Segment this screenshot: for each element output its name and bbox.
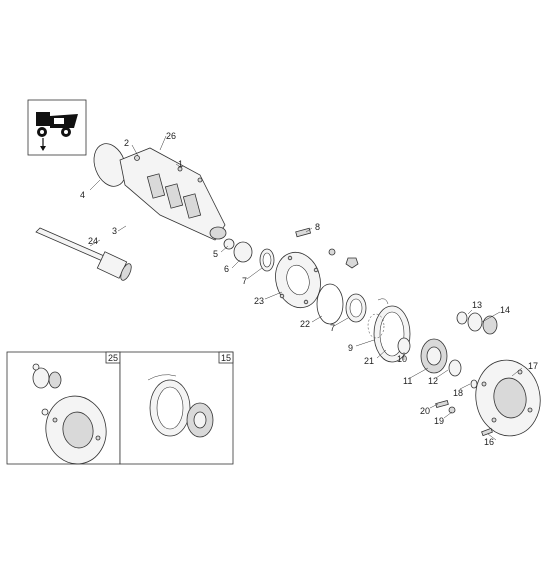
leader-lines — [89, 135, 523, 441]
callout-1: 1 — [178, 159, 183, 169]
half-shaft — [35, 227, 132, 281]
callout-3: 3 — [112, 226, 117, 236]
hub-carrier — [275, 251, 321, 309]
callout-10: 10 — [397, 354, 407, 364]
callout-24: 24 — [88, 236, 98, 246]
callout-11: 11 — [403, 376, 412, 386]
dumper-vehicle-icon — [27, 99, 87, 156]
callout-2: 2 — [124, 138, 129, 148]
callout-19: 19 — [434, 416, 444, 426]
planet-gears — [456, 311, 498, 389]
planet-carrier — [420, 338, 462, 377]
callout-18: 18 — [453, 388, 463, 398]
callout-7-b: 7 — [330, 323, 335, 333]
callout-14: 14 — [500, 305, 510, 315]
inset-number-25: 25 — [108, 353, 118, 363]
inset-panel-15: 15 — [119, 351, 234, 465]
callout-23: 23 — [254, 296, 264, 306]
callout-8: 8 — [315, 222, 320, 232]
bolt-and-nuts — [295, 227, 359, 269]
callout-26: 26 — [166, 131, 176, 141]
callout-13: 13 — [472, 300, 482, 310]
inset-number-15: 15 — [221, 353, 231, 363]
callout-20: 20 — [420, 406, 430, 416]
callout-6: 6 — [224, 264, 229, 274]
callout-21: 21 — [364, 356, 374, 366]
inset-panel-25: 25 — [6, 351, 121, 465]
callout-9: 9 — [348, 343, 353, 353]
seal-rings — [223, 238, 275, 272]
callout-17: 17 — [528, 361, 538, 371]
wheel-hub — [475, 359, 541, 437]
axle-housing — [93, 143, 227, 241]
snap-ring-and-bearing — [316, 283, 389, 325]
ring-gear — [367, 305, 411, 363]
callout-5: 5 — [213, 249, 218, 259]
callout-labels: 1 2 3 4 5 6 7 7 8 9 10 11 12 13 14 16 17… — [80, 131, 538, 447]
callout-16: 16 — [484, 437, 494, 447]
callout-7-a: 7 — [242, 276, 247, 286]
callout-12: 12 — [428, 376, 438, 386]
callout-4: 4 — [80, 190, 85, 200]
plug-parts — [435, 400, 456, 414]
callout-22: 22 — [300, 319, 310, 329]
